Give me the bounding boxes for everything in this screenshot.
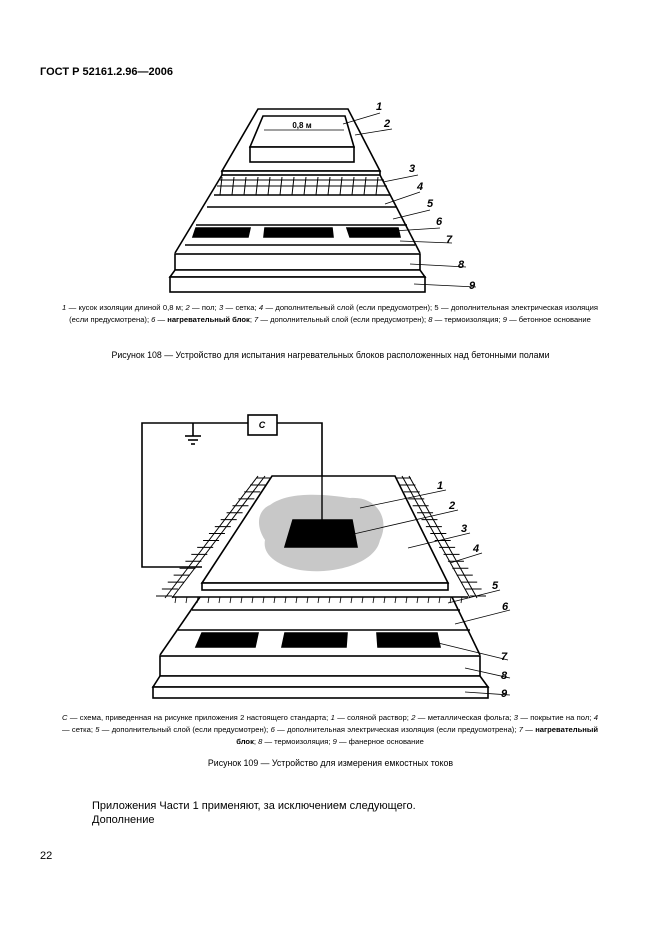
callout-label: 5 bbox=[427, 198, 434, 210]
callout-label: 6 bbox=[502, 601, 509, 613]
legend-number: 3 bbox=[513, 713, 518, 722]
legend-text: — дополнительный слой (если предусмотрен… bbox=[99, 725, 271, 734]
callout-label: 2 bbox=[448, 500, 455, 512]
grid-line bbox=[303, 176, 307, 196]
legend-number: 2 bbox=[185, 303, 190, 312]
legend-number: 5 bbox=[95, 725, 100, 734]
legend-text: — фанерное основание bbox=[336, 737, 424, 746]
grid-line bbox=[267, 176, 271, 196]
callout-label: 7 bbox=[446, 234, 453, 246]
legend-number: 4 bbox=[258, 303, 264, 312]
legend-text: — термоизоляция; bbox=[262, 737, 333, 746]
legend-number: 9 bbox=[502, 315, 507, 324]
callout-label: 7 bbox=[501, 651, 508, 663]
body-paragraph: Приложения Части 1 применяют, за исключе… bbox=[92, 800, 416, 812]
grid-line bbox=[231, 176, 235, 196]
legend-text: — схема, приведенная на рисунке приложен… bbox=[67, 713, 331, 722]
legend-bold-text: нагревательный блок bbox=[167, 315, 250, 324]
legend-text: — кусок изоляции длиной 0,8 м; bbox=[66, 303, 186, 312]
legend-number: 9 bbox=[332, 737, 337, 746]
callout-label: 3 bbox=[461, 523, 467, 535]
figure-109-legend: C — схема, приведенная на рисунке прилож… bbox=[62, 712, 598, 748]
grid-line bbox=[243, 176, 247, 196]
callout-label: 4 bbox=[416, 181, 423, 193]
legend-number: 3 bbox=[218, 303, 224, 312]
callout-label: 9 bbox=[501, 688, 508, 700]
callout-label: 2 bbox=[383, 118, 390, 130]
legend-number: 6 bbox=[151, 315, 156, 324]
callout-label: 9 bbox=[469, 280, 476, 292]
callout-label: 1 bbox=[437, 480, 443, 492]
legend-number: 8 bbox=[428, 315, 433, 324]
body-paragraph: Дополнение bbox=[92, 814, 155, 826]
legend-text: — пол; bbox=[189, 303, 219, 312]
legend-number: 1 bbox=[62, 303, 67, 312]
legend-number: 6 bbox=[270, 725, 275, 734]
callout-label: 5 bbox=[492, 580, 499, 592]
figure-109-title: Рисунок 109 — Устройство для измерения е… bbox=[207, 758, 454, 768]
page-number: 22 bbox=[40, 850, 53, 862]
legend-number: 7 bbox=[254, 315, 259, 324]
legend-text: — bbox=[155, 315, 168, 324]
callout-label: 6 bbox=[436, 216, 443, 228]
callout-label: 1 bbox=[376, 101, 382, 113]
legend-bold-text: нагревательный блок bbox=[236, 725, 598, 746]
dimension-label: 0,8 м bbox=[292, 121, 311, 130]
legend-number: C bbox=[62, 713, 68, 722]
figure-108-title: Рисунок 108 — Устройство для испытания н… bbox=[111, 350, 550, 360]
legend-number: 4 bbox=[593, 713, 598, 722]
grid-line bbox=[219, 176, 223, 196]
callout-label: 3 bbox=[409, 163, 415, 175]
legend-text: — дополнительный слой (если предусмотрен… bbox=[69, 303, 598, 324]
legend-text: — сетка; bbox=[62, 725, 96, 734]
circuit-box-label: C bbox=[259, 420, 266, 430]
legend-text: — металлическая фольга; bbox=[415, 713, 514, 722]
grid-line bbox=[339, 176, 343, 196]
grid-line bbox=[279, 176, 283, 196]
callout-label: 8 bbox=[458, 259, 465, 271]
legend-text: — bbox=[522, 725, 536, 734]
grid-line bbox=[315, 176, 319, 196]
legend-text: ; bbox=[253, 737, 259, 746]
grid-line bbox=[291, 176, 295, 196]
legend-text: — бетонное основание bbox=[506, 315, 591, 324]
document-header: ГОСТ Р 52161.2.96—2006 bbox=[40, 66, 174, 78]
circuit-box-c bbox=[247, 414, 278, 436]
legend-number: 2 bbox=[411, 713, 416, 722]
ground-icon bbox=[185, 423, 201, 445]
legend-text: — дополнительная электрическая изоляция … bbox=[274, 725, 519, 734]
legend-text: — термоизоляция; bbox=[432, 315, 503, 324]
legend-text: — покрытие на пол; bbox=[518, 713, 594, 722]
legend-text: — дополнительный слой (если предусмотрен… bbox=[258, 315, 429, 324]
legend-number: 1 bbox=[330, 713, 335, 722]
legend-text: ; bbox=[249, 315, 255, 324]
grid-line bbox=[255, 176, 259, 196]
grid-line bbox=[363, 176, 367, 196]
legend-number: 8 bbox=[258, 737, 263, 746]
grid-line bbox=[351, 176, 355, 196]
figure-108-legend: 1 — кусок изоляции длиной 0,8 м; 2 — пол… bbox=[62, 302, 598, 326]
legend-text: — соляной раствор; bbox=[334, 713, 412, 722]
callout-label: 8 bbox=[501, 670, 508, 682]
legend-number: 7 bbox=[518, 725, 523, 734]
grid-line bbox=[375, 176, 379, 196]
legend-text: — сетка; bbox=[223, 303, 259, 312]
callout-label: 4 bbox=[472, 543, 479, 555]
grid-line bbox=[327, 176, 331, 196]
